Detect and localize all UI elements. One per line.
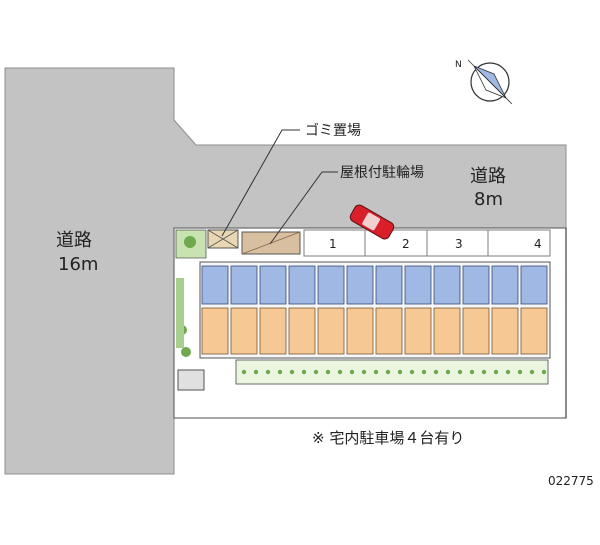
garbage-leader-line [221,129,300,237]
storage-box [177,369,205,391]
shrub [529,369,535,375]
unit-lower [259,307,287,355]
shrub [481,369,487,375]
map-code: 022775 [548,474,594,488]
building [199,261,551,359]
unit-upper [520,265,548,305]
bicycle-label: 屋根付駐輪場 [340,164,424,181]
unit-upper [433,265,461,305]
north-road-width: 8m [474,189,503,210]
unit-upper [288,265,316,305]
parking-space-1: 1 [329,237,337,251]
shrub [409,369,415,375]
shrub [313,369,319,375]
shrub [361,369,367,375]
shrub [445,369,451,375]
unit-lower [288,307,316,355]
shrub [253,369,259,375]
shrub [493,369,499,375]
unit-lower [462,307,490,355]
north-road-name: 道路 [470,166,506,187]
shrub [385,369,391,375]
west-road-width: 16m [58,254,98,275]
shrub [349,369,355,375]
shrub [517,369,523,375]
parking-strip: 1 2 3 4 [303,229,551,257]
shrub [301,369,307,375]
compass-icon: N [455,59,513,105]
unit-lower [317,307,345,355]
garbage-label: ゴミ置場 [305,122,361,139]
corner-greenery [175,229,207,357]
parking-space-4: 4 [534,237,542,251]
parking-note: ※ 宅内駐車場４台有り [312,429,464,447]
unit-lower [230,307,258,355]
unit-upper [317,265,345,305]
shrub [541,369,547,375]
unit-lower [433,307,461,355]
shrub [325,369,331,375]
unit-upper [462,265,490,305]
car-icon [349,204,395,240]
bicycle-leader-line [269,171,338,245]
unit-upper [230,265,258,305]
shrub [337,369,343,375]
unit-upper [375,265,403,305]
shrub [421,369,427,375]
unit-upper [346,265,374,305]
parking-space-3: 3 [455,237,463,251]
shrub [505,369,511,375]
shrub [277,369,283,375]
unit-upper [201,265,229,305]
unit-upper [404,265,432,305]
hedge-dots [241,369,547,375]
shrub [373,369,379,375]
hedge-strip [235,359,549,385]
unit-lower [520,307,548,355]
unit-upper [491,265,519,305]
shrub [457,369,463,375]
shrub [433,369,439,375]
unit-lower [491,307,519,355]
shrub [241,369,247,375]
compass-north-letter: N [455,60,462,70]
shrub [265,369,271,375]
unit-lower [375,307,403,355]
unit-lower [404,307,432,355]
unit-upper [259,265,287,305]
road-area [4,67,567,475]
parking-space-2: 2 [402,237,410,251]
shrub [289,369,295,375]
unit-lower [346,307,374,355]
shrub [397,369,403,375]
unit-lower [201,307,229,355]
shrub [469,369,475,375]
west-road-name: 道路 [56,230,92,251]
